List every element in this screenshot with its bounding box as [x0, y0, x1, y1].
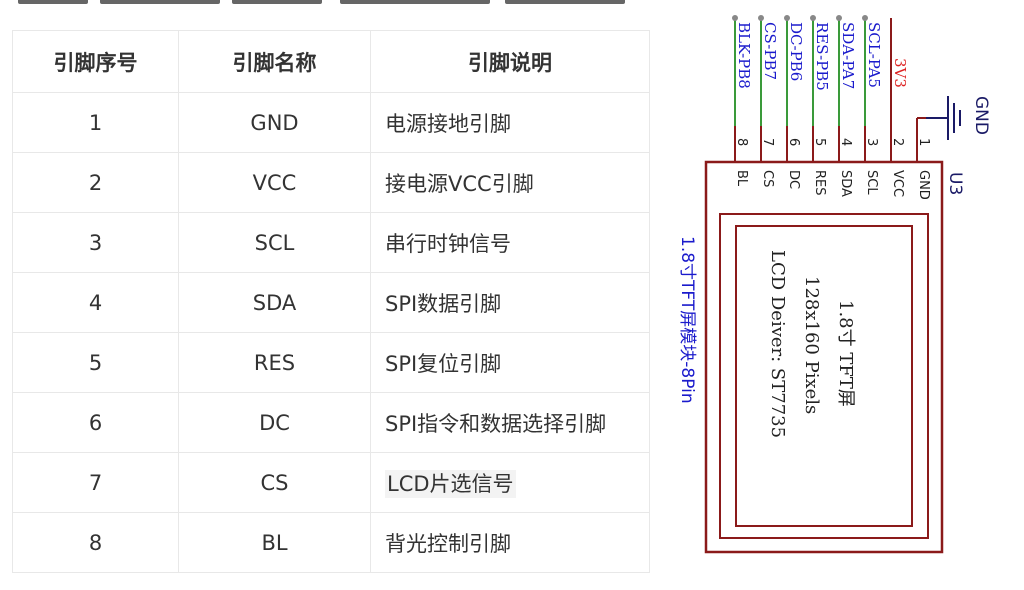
table-row: 8 BL 背光控制引脚 [12, 512, 650, 573]
pin-number-label: 3 [864, 138, 879, 146]
module-label: 1.8寸TFT屏模块-8Pin [677, 236, 697, 404]
pin-numbers: 8 7 6 5 4 3 2 1 [734, 138, 931, 146]
header-pin-description: 引脚说明 [370, 30, 650, 93]
table-row: 4 SDA SPI数据引脚 [12, 272, 650, 333]
pin-wires [732, 15, 926, 162]
pin-description: 接电源VCC引脚 [370, 152, 650, 213]
pin-name: SCL [178, 212, 371, 273]
net-label: CS-PB7 [761, 22, 779, 80]
pin-name-label: VCC [890, 170, 905, 197]
pin-number: 5 [12, 332, 179, 393]
pin-description: 电源接地引脚 [370, 92, 650, 153]
net-label: 3V3 [891, 58, 909, 88]
pin-number-label: 8 [734, 138, 749, 146]
pin-name-label: DC [786, 170, 801, 189]
net-labels: BLK-PB8 CS-PB7 DC-PB6 RES-PB5 SDA-PA7 SCL-PA5… [735, 22, 909, 91]
table-row: 1 GND 电源接地引脚 [12, 92, 650, 153]
pin-number-label: 1 [916, 138, 931, 146]
wire-end-dot [836, 15, 842, 21]
screen-driver-label: LCD Deiver: ST7735 [767, 250, 788, 438]
pin-description: SPI指令和数据选择引脚 [370, 392, 650, 453]
table-row: 3 SCL 串行时钟信号 [12, 212, 650, 273]
pin-number: 8 [12, 512, 179, 573]
module-body [704, 160, 944, 554]
pin-number-label: 2 [890, 138, 905, 146]
tft-module-schematic: BLK-PB8 CS-PB7 DC-PB6 RES-PB5 SDA-PA7 SCL-PA5… [677, 15, 991, 554]
pin-name: VCC [178, 152, 371, 213]
screen-size-label: 1.8寸 TFT屏 [835, 300, 856, 407]
pin-number-label: 7 [760, 138, 775, 146]
pin-number-label: 4 [838, 138, 853, 146]
cropped-text-line [0, 0, 660, 8]
pin-number: 6 [12, 392, 179, 453]
table-header-row: 引脚序号 引脚名称 引脚说明 [12, 30, 650, 93]
screen-frame-inner [735, 225, 913, 527]
wire-end-dot [810, 15, 816, 21]
table-row: 2 VCC 接电源VCC引脚 [12, 152, 650, 213]
pin-number: 7 [12, 452, 179, 513]
pin-name-label: GND [916, 170, 931, 200]
screen-frame-outer [719, 213, 929, 539]
pin-name-label: SDA [838, 170, 853, 197]
pin-name-label: CS [760, 170, 775, 187]
pin-names: BL CS DC RES SDA SCL VCC GND [734, 170, 931, 200]
header-pin-number: 引脚序号 [12, 30, 179, 93]
net-label: RES-PB5 [813, 22, 831, 91]
table-row: 6 DC SPI指令和数据选择引脚 [12, 392, 650, 453]
pin-description: SPI复位引脚 [370, 332, 650, 393]
pin-number: 4 [12, 272, 179, 333]
pin-description: 背光控制引脚 [370, 512, 650, 573]
pin-name-label: BL [734, 170, 749, 187]
net-label: SDA-PA7 [839, 22, 857, 89]
pin-description: LCD片选信号 [370, 452, 650, 513]
table-row: 7 CS LCD片选信号 [12, 452, 650, 513]
pin-name-label: SCL [864, 170, 879, 195]
pin-description: 串行时钟信号 [370, 212, 650, 273]
wire-end-dot [862, 15, 868, 21]
wire-end-dot [758, 15, 764, 21]
net-label: DC-PB6 [787, 22, 805, 81]
pin-name: GND [178, 92, 371, 153]
pin-name: BL [178, 512, 371, 573]
gnd-net-label: GND [971, 96, 991, 135]
wire-end-dot [784, 15, 790, 21]
pin-name-label: RES [812, 170, 827, 196]
highlighted-description: LCD片选信号 [385, 469, 516, 498]
header-pin-name: 引脚名称 [178, 30, 371, 93]
pin-name: SDA [178, 272, 371, 333]
pin-number-label: 6 [786, 138, 801, 146]
pin-table: 引脚序号 引脚名称 引脚说明 1 GND 电源接地引脚 2 VCC 接电源VCC… [12, 30, 650, 573]
designator-label: U3 [945, 172, 965, 195]
pin-description: SPI数据引脚 [370, 272, 650, 333]
screen-info: 1.8寸 TFT屏 128x160 Pixels LCD Deiver: ST7… [767, 250, 856, 438]
pin-name: CS [178, 452, 371, 513]
table-row: 5 RES SPI复位引脚 [12, 332, 650, 393]
pin-number: 1 [12, 92, 179, 153]
net-label: BLK-PB8 [735, 22, 753, 89]
pin-name: RES [178, 332, 371, 393]
pin-name: DC [178, 392, 371, 453]
pin-number: 3 [12, 212, 179, 273]
pin-number: 2 [12, 152, 179, 213]
screen-resolution-label: 128x160 Pixels [801, 276, 822, 414]
wire-end-dot [732, 15, 738, 21]
net-label: SCL-PA5 [865, 22, 883, 88]
pin-number-label: 5 [812, 138, 827, 146]
gnd-symbol-icon [926, 96, 961, 140]
